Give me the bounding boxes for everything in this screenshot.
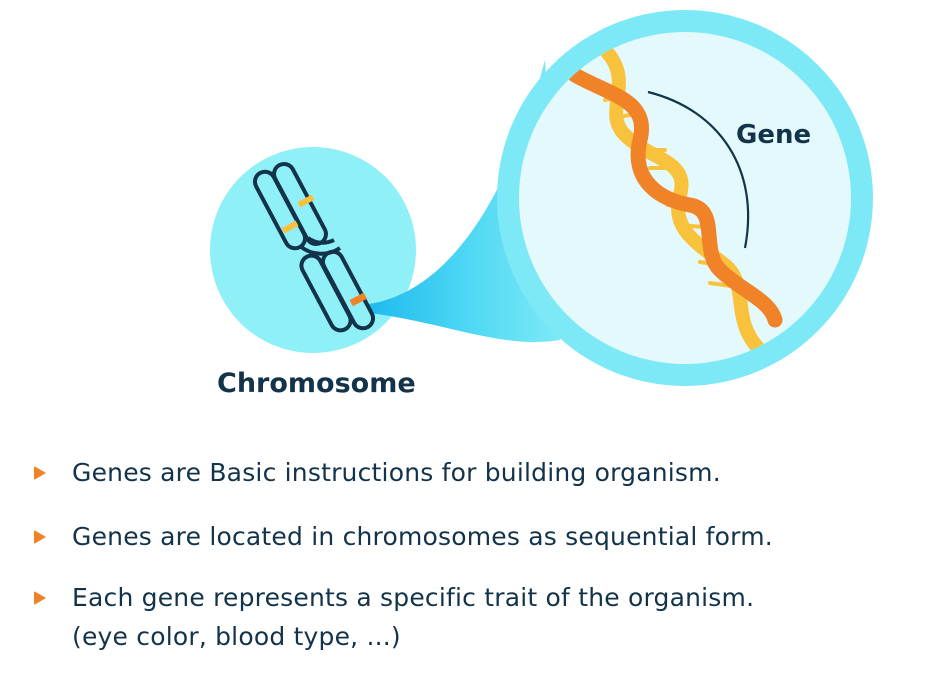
chromosome-gene-diagram xyxy=(210,10,873,386)
gene-label: Gene xyxy=(736,120,812,150)
chromosome-icon xyxy=(252,161,376,333)
gene-bracket xyxy=(647,90,750,249)
bullet-subtext: (eye color, blood type, ...) xyxy=(72,622,401,651)
chromosome-label: Chromosome xyxy=(217,368,416,399)
bullet-arrow-icon xyxy=(34,466,46,480)
bullet-item: Each gene represents a specific trait of… xyxy=(32,578,942,656)
bullet-list: Genes are Basic instructions for buildin… xyxy=(32,453,942,681)
bullet-text: Genes are Basic instructions for buildin… xyxy=(72,458,721,487)
chromosome-circle xyxy=(210,147,416,353)
bullet-arrow-icon xyxy=(34,530,46,544)
bullet-text: Each gene represents a specific trait of… xyxy=(72,583,755,612)
bullet-item: Genes are Basic instructions for buildin… xyxy=(32,453,942,492)
zoom-cone xyxy=(360,60,560,343)
bullet-text: Genes are located in chromosomes as sequ… xyxy=(72,522,773,551)
dna-helix xyxy=(567,38,783,357)
bullet-arrow-icon xyxy=(34,591,46,605)
bullet-item: Genes are located in chromosomes as sequ… xyxy=(32,517,942,556)
dna-strand-orange xyxy=(567,67,783,328)
chromosome-bands xyxy=(281,194,367,307)
